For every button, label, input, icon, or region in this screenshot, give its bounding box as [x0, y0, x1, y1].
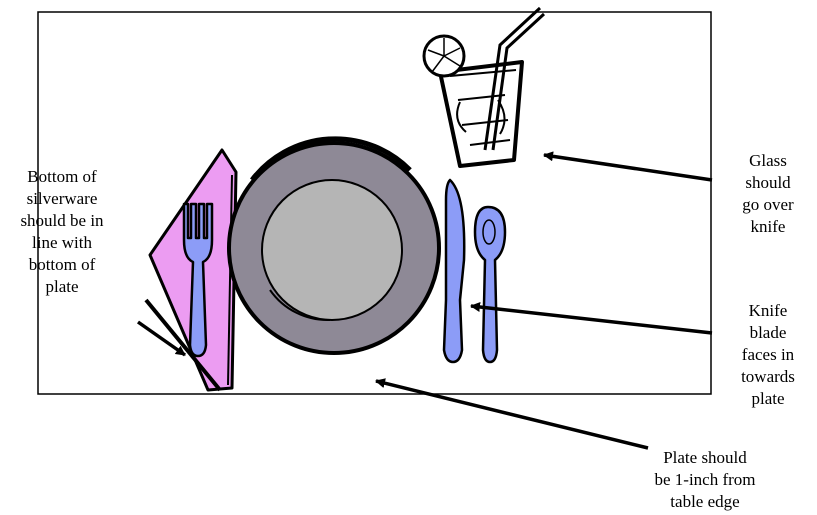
glass-arrow — [543, 151, 713, 182]
silverware-arrow — [136, 320, 187, 357]
plate-arrow — [375, 378, 649, 450]
plate-icon — [227, 136, 441, 355]
fork-icon — [182, 202, 214, 358]
napkin-icon — [144, 148, 238, 392]
silverware-label: Bottom of silverware should be in line w… — [20, 167, 104, 296]
knife-arrow — [470, 302, 713, 335]
table-edge — [37, 11, 712, 395]
plate-label: Plate should be 1-inch from table edge — [654, 448, 756, 511]
glass-icon — [422, 6, 546, 168]
glass-label: Glass should go over knife — [742, 151, 794, 236]
spoon-icon — [473, 205, 507, 364]
knife-icon — [442, 178, 466, 364]
knife-label: Knife blade faces in towards plate — [741, 301, 795, 408]
